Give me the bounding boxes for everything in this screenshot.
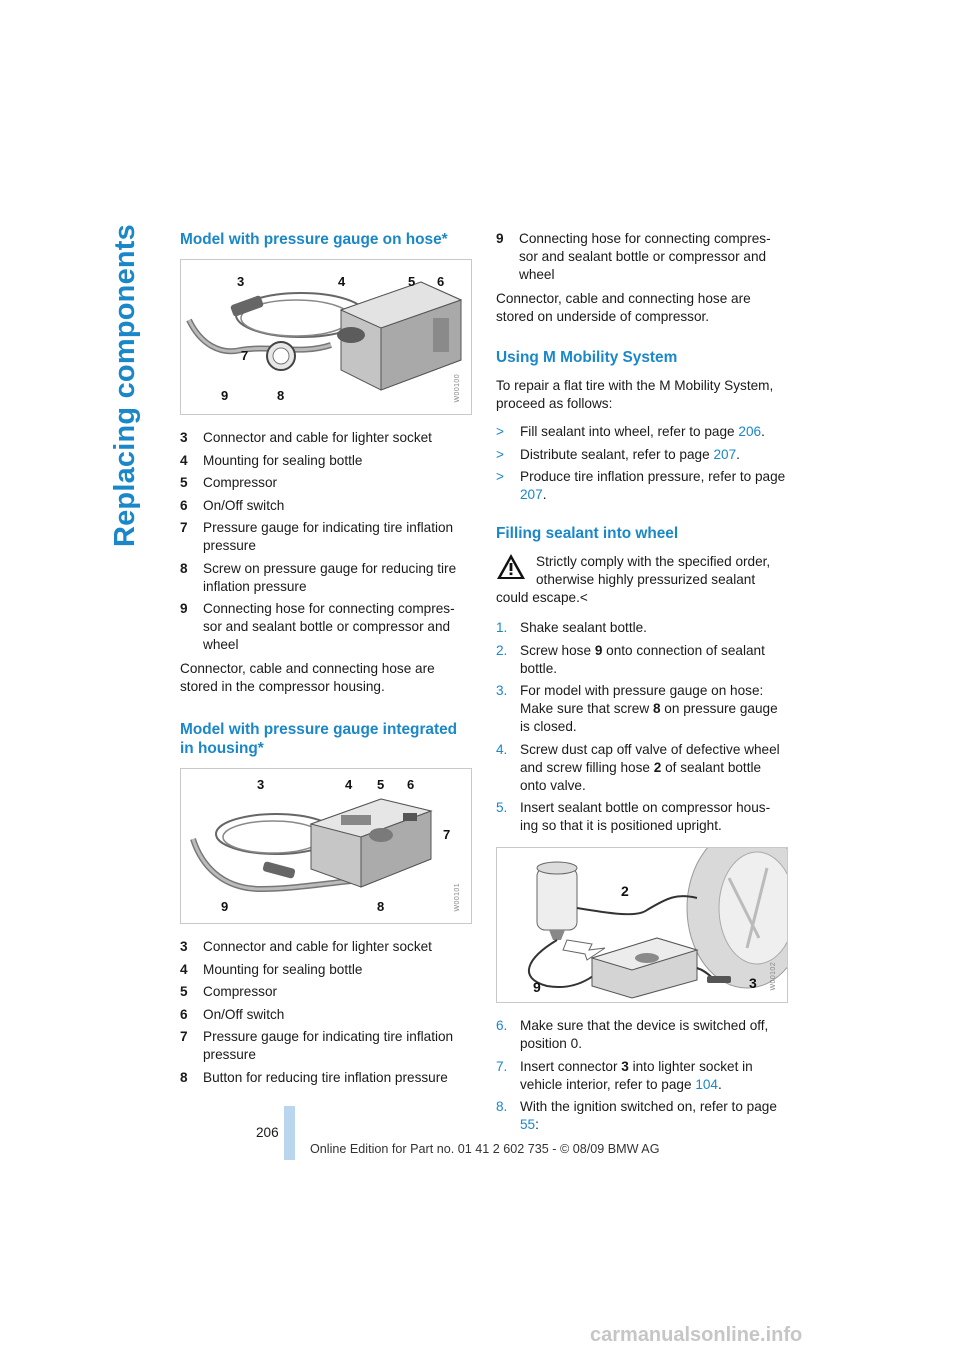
page-link[interactable]: 55 — [520, 1117, 536, 1132]
compressor-illustration-2: 3 4 5 6 7 9 8 — [190, 777, 450, 914]
list-item: >Fill sealant into wheel, refer to page … — [496, 424, 765, 439]
list-item: 4.Screw dust cap off valve of defective … — [496, 741, 780, 793]
callout-6: 6 — [437, 274, 444, 289]
callout-7: 7 — [241, 348, 248, 363]
storage-note: Connector, cable and connecting hose are… — [180, 661, 435, 694]
page-link[interactable]: 207 — [713, 446, 737, 462]
page-link[interactable]: 207 — [520, 487, 543, 502]
warning-note: Strictly comply with the specified order… — [496, 553, 788, 607]
callout-9: 9 — [533, 979, 541, 995]
list-item: 6.Make sure that the device is switched … — [496, 1018, 769, 1051]
callout-7: 7 — [443, 827, 450, 842]
list-item: 5.Insert sealant bottle on compressor ho… — [496, 800, 771, 833]
callout-3: 3 — [237, 274, 244, 289]
footer-accent-bar — [284, 1106, 295, 1160]
mobility-intro: To repair a flat tire with the M Mobilit… — [496, 378, 774, 411]
page-link[interactable]: 206 — [738, 424, 762, 439]
callout-9: 9 — [221, 899, 228, 914]
list-item: 1.Shake sealant bottle. — [496, 620, 647, 635]
figure-compressor-integrated-gauge: 3 4 5 6 7 9 8 W00101 — [180, 768, 472, 924]
section-heading-integrated-gauge: Model with pressure gauge integrated in … — [180, 721, 458, 757]
warning-end-mark: < — [579, 590, 588, 605]
filling-steps-1: 1.Shake sealant bottle. 2.Screw hose 9 o… — [496, 619, 788, 835]
figure-sealant-bottle: 2 9 3 W00102 — [496, 847, 788, 1003]
left-column: Model with pressure gauge on hose* 3 4 5… — [180, 230, 472, 1093]
warning-triangle-icon — [497, 554, 525, 579]
figure-code: W00100 — [454, 373, 461, 402]
figure-code: W00102 — [770, 961, 777, 990]
storage-note-underside: Connector, cable and connecting hose are… — [496, 291, 751, 324]
section-heading-hose-gauge: Model with pressure gauge on hose* — [180, 231, 448, 248]
filling-steps-2: 6.Make sure that the device is switched … — [496, 1017, 788, 1134]
compressor-illustration-1: 3 4 5 6 7 9 8 — [186, 274, 463, 403]
list-item: 7.Insert connector 3 into lighter socket… — [496, 1058, 753, 1092]
list-item: >Distribute sealant, refer to page 207. — [496, 446, 740, 462]
callout-8: 8 — [277, 388, 284, 403]
mobility-steps: >Fill sealant into wheel, refer to page … — [496, 423, 788, 504]
callout-5: 5 — [377, 777, 384, 792]
warning-text: Strictly comply with the specified order… — [496, 554, 771, 605]
callout-9: 9 — [221, 388, 228, 403]
figure-compressor-hose-gauge: 3 4 5 6 7 9 8 W00100 — [180, 259, 472, 415]
callout-3: 3 — [749, 975, 757, 991]
list-item: 3.For model with pressure gauge on hose:… — [496, 683, 778, 734]
callout-3: 3 — [257, 777, 264, 792]
sealant-bottle-illustration: 2 9 3 — [527, 848, 787, 999]
callout-6: 6 — [407, 777, 414, 792]
list-item: 8.With the ignition switched on, refer t… — [496, 1099, 777, 1132]
footer-edition: Online Edition for Part no. 01 41 2 602 … — [310, 1142, 660, 1156]
section-heading-filling: Filling sealant into wheel — [496, 525, 679, 542]
page-number: 206 — [256, 1125, 279, 1140]
callout-8: 8 — [377, 899, 384, 914]
callout-4: 4 — [338, 274, 346, 289]
list-item: 2.Screw hose 9 onto connection of sealan… — [496, 642, 765, 676]
callout-2: 2 — [621, 883, 629, 899]
figure-code: W00101 — [454, 882, 461, 911]
callout-4: 4 — [345, 777, 353, 792]
page-link[interactable]: 104 — [695, 1076, 718, 1092]
callout-5: 5 — [408, 274, 415, 289]
list-item: >Produce tire inflation pressure, refer … — [496, 469, 786, 502]
watermark: carmanualsonline.info — [590, 1324, 803, 1346]
chapter-side-tab: Replacing components — [109, 224, 141, 548]
section-heading-mobility: Using M Mobility System — [496, 349, 678, 366]
